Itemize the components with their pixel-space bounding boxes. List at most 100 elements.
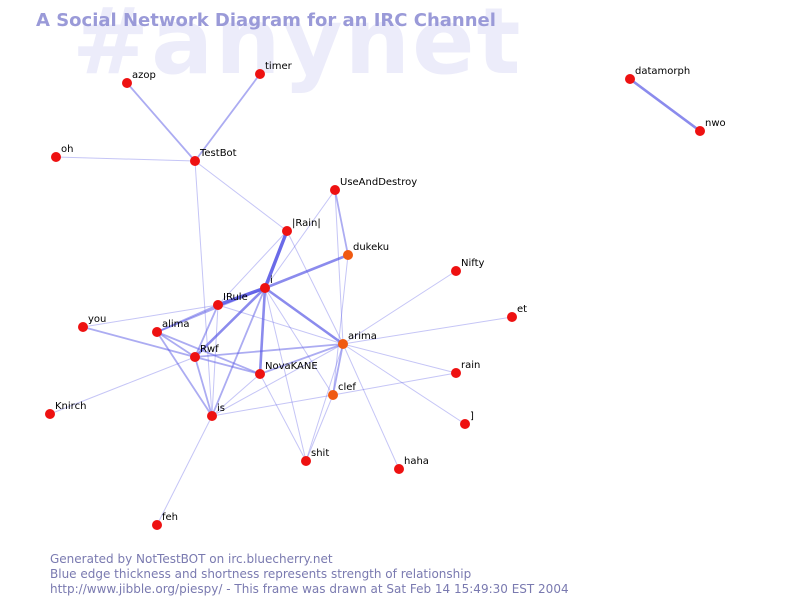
- edge-arima-bracket: [342, 343, 466, 425]
- edge-dukeku-i: [263, 253, 350, 290]
- node-dot: [328, 390, 338, 400]
- edge-arima-rain: [342, 343, 457, 374]
- node-label: oh: [61, 144, 73, 155]
- edge-i-clef: [264, 287, 334, 396]
- edge-i-arima: [263, 286, 345, 346]
- footer-legend-note: Blue edge thickness and shortness repres…: [50, 567, 472, 581]
- node-testbot: TestBot: [190, 148, 237, 166]
- edge-dukeku-clef: [332, 254, 349, 396]
- edge-novakane-arima: [259, 343, 344, 375]
- node-knirch: Knirch: [45, 401, 86, 419]
- edge-useanddestroy-dukeku: [334, 189, 349, 256]
- node-dot: [451, 368, 461, 378]
- node-i: i: [260, 275, 273, 293]
- node-label: i: [270, 275, 273, 286]
- node-label: TestBot: [199, 148, 237, 159]
- node-label: dukeku: [353, 242, 389, 253]
- node-label: Knirch: [55, 401, 86, 412]
- node-label: alima: [162, 319, 190, 330]
- node-label: is: [217, 403, 225, 414]
- node-label: NovaKANE: [265, 361, 318, 372]
- node-dot: [282, 226, 292, 236]
- edge-layer: [49, 73, 702, 526]
- node-datamorph: datamorph: [625, 66, 690, 84]
- edge-arima-nifty: [342, 270, 457, 345]
- node-label: rain: [461, 360, 480, 371]
- node-rain: rain: [451, 360, 480, 378]
- footer-url-timestamp[interactable]: http://www.jibble.org/piespy/ - This fra…: [50, 582, 569, 596]
- node-dot: [51, 152, 61, 162]
- edge-novakane-shit: [259, 373, 307, 462]
- node-dot: [507, 312, 517, 322]
- node-label: you: [88, 314, 106, 325]
- edge-oh-testbot: [55, 156, 196, 162]
- edge-datamorph-nwo: [628, 77, 702, 133]
- edge-alima-is: [156, 331, 213, 417]
- node-arima: arima: [338, 331, 377, 349]
- edge-rain-irule: [217, 230, 288, 306]
- node-dot: [625, 74, 635, 84]
- edge-irule-alima: [156, 304, 219, 333]
- edge-useanddestroy-arima: [334, 189, 344, 345]
- edge-azop-testbot: [126, 82, 196, 162]
- edge-arima-is: [211, 343, 344, 417]
- node-dot: [190, 352, 200, 362]
- node-dot: [207, 411, 217, 421]
- node-you: you: [78, 314, 106, 332]
- node-dot: [695, 126, 705, 136]
- footer: Generated by NotTestBOT on irc.bluecherr…: [50, 552, 569, 597]
- edge-rwf-novakane: [194, 356, 261, 375]
- node-azop: azop: [122, 70, 156, 88]
- node-dot: [301, 456, 311, 466]
- node-dot: [338, 339, 348, 349]
- node-dot: [78, 322, 88, 332]
- edge-i-shit: [264, 287, 307, 462]
- node-dot: [255, 369, 265, 379]
- node-label: Rwf: [200, 344, 219, 355]
- edge-arima-haha: [342, 343, 400, 470]
- node-dot: [152, 520, 162, 530]
- edge-you-rwf: [82, 326, 196, 358]
- node-nwo: nwo: [695, 118, 726, 136]
- node-label: nwo: [705, 118, 726, 129]
- node-dot: [394, 464, 404, 474]
- node-label: |Rain|: [292, 218, 321, 229]
- edge-i-is: [211, 287, 266, 417]
- node-timer: timer: [255, 61, 293, 79]
- node-label: et: [517, 304, 527, 315]
- node-dot: [460, 419, 470, 429]
- channel-watermark: #anynet: [72, 0, 523, 95]
- node-label: shit: [311, 448, 329, 459]
- node-useanddestroy: UseAndDestroy: [330, 177, 417, 195]
- node-label: clef: [338, 382, 356, 393]
- node-dot: [152, 327, 162, 337]
- node-bracket: ]: [460, 411, 474, 429]
- node-rain: |Rain|: [282, 218, 321, 236]
- edge-novakane-is: [211, 373, 261, 417]
- edge-alima-rwf: [156, 331, 196, 358]
- node-label: ]: [470, 411, 474, 422]
- page-title: A Social Network Diagram for an IRC Chan…: [36, 10, 496, 31]
- node-label: haha: [404, 456, 429, 467]
- edge-clef-rain: [332, 372, 457, 396]
- node-dukeku: dukeku: [343, 242, 389, 260]
- node-dot: [451, 266, 461, 276]
- edge-i-novakane: [258, 286, 267, 376]
- node-rwf: Rwf: [190, 344, 219, 362]
- node-layer: azop timer oh TestBot datamorph nwoUseAndDest…: [45, 61, 726, 530]
- edge-rain-i: [263, 229, 289, 290]
- edge-alima-novakane: [156, 331, 261, 375]
- node-shit: shit: [301, 448, 329, 466]
- node-dot: [343, 250, 353, 260]
- node-label: Nifty: [461, 258, 485, 269]
- node-irule: IRule: [213, 292, 248, 310]
- edge-arima-clef: [332, 343, 344, 396]
- node-label: arima: [348, 331, 377, 342]
- node-dot: [190, 156, 200, 166]
- edge-rwf-arima: [194, 343, 344, 358]
- node-dot: [260, 283, 270, 293]
- edge-irule-is: [211, 304, 219, 417]
- edge-irule-you: [82, 304, 219, 328]
